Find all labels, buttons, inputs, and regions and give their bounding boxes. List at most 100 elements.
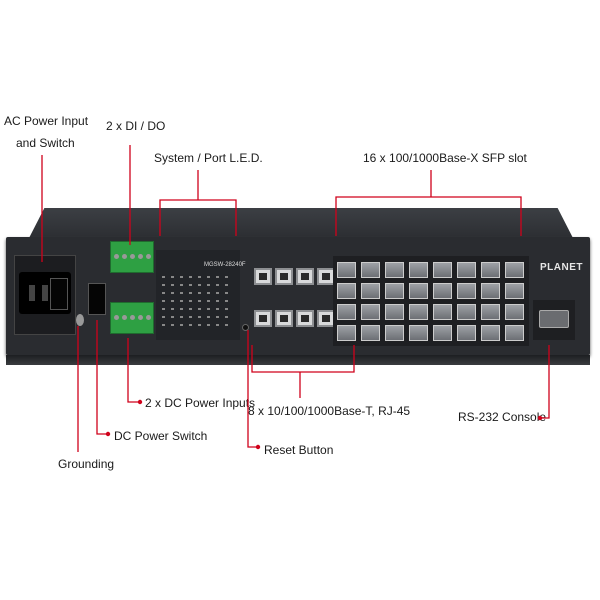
planet-logo: PLANET	[540, 262, 583, 273]
led-indicator	[189, 308, 192, 310]
led-indicator	[189, 276, 192, 278]
dc-power-switch-label: DC Power Switch	[114, 429, 208, 443]
rj45-port	[254, 268, 272, 285]
switch-chassis-top	[28, 208, 574, 240]
led-indicator	[207, 292, 210, 294]
led-indicator	[162, 292, 165, 294]
led-indicator	[171, 308, 174, 310]
led-indicator	[162, 308, 165, 310]
led-indicator	[180, 324, 183, 326]
sfp-port	[409, 325, 428, 341]
sfp-port	[337, 325, 356, 341]
sfp-port	[433, 283, 452, 299]
sfp-port	[409, 262, 428, 278]
led-indicator	[189, 300, 192, 302]
led-indicator	[171, 324, 174, 326]
ac-power-label-line1: AC Power Input	[4, 114, 89, 128]
led-indicator	[162, 324, 165, 326]
led-indicator	[198, 276, 201, 278]
ac-power-label-line2: and Switch	[16, 136, 75, 150]
led-indicator	[189, 284, 192, 286]
led-indicator	[189, 316, 192, 318]
led-indicator	[225, 276, 228, 278]
rs232-db9-connector	[539, 310, 569, 328]
led-indicator	[225, 292, 228, 294]
led-indicator	[207, 284, 210, 286]
led-indicator	[198, 308, 201, 310]
sfp-port	[433, 325, 452, 341]
led-indicator	[189, 324, 192, 326]
dido-label: 2 x DI / DO	[106, 119, 166, 133]
led-indicator	[171, 300, 174, 302]
sfp-port	[385, 325, 404, 341]
led-indicator	[207, 324, 210, 326]
led-indicator	[162, 316, 165, 318]
dc-power-switch	[88, 283, 106, 315]
led-indicator	[198, 316, 201, 318]
led-indicator	[171, 292, 174, 294]
sfp-port	[433, 262, 452, 278]
sfp-port	[505, 262, 524, 278]
switch-chassis-bottom	[6, 355, 590, 365]
led-indicator	[171, 276, 174, 278]
led-indicator	[216, 308, 219, 310]
grounding-label: Grounding	[58, 457, 115, 471]
led-indicator	[216, 300, 219, 302]
led-indicator	[180, 276, 183, 278]
led-indicator	[198, 284, 201, 286]
led-indicator	[162, 284, 165, 286]
led-indicator	[180, 284, 183, 286]
sfp-port	[481, 325, 500, 341]
sfp-port	[385, 283, 404, 299]
sfp-port	[361, 325, 380, 341]
sfp-port	[505, 283, 524, 299]
rj45-port	[296, 268, 314, 285]
led-indicator	[162, 300, 165, 302]
sfp-port	[505, 304, 524, 320]
led-indicator	[180, 308, 183, 310]
dido-terminal-block	[110, 241, 154, 273]
sfp-port	[481, 262, 500, 278]
model-name: MGSW-28240F	[204, 262, 246, 268]
ac-power-switch	[50, 278, 68, 310]
sfp-port	[481, 304, 500, 320]
sfp-port	[385, 304, 404, 320]
rs232-console-label: RS-232 Console	[458, 410, 547, 424]
rj45-label: 8 x 10/100/1000Base-T, RJ-45	[248, 404, 411, 418]
dc-power-inputs-label: 2 x DC Power Inputs	[145, 396, 256, 410]
led-indicator	[180, 300, 183, 302]
sfp-port	[457, 325, 476, 341]
sfp-port	[337, 304, 356, 320]
sfp-slot-label: 16 x 100/1000Base-X SFP slot	[363, 151, 527, 165]
led-indicator	[171, 284, 174, 286]
rj45-port	[317, 268, 335, 285]
sfp-port	[337, 283, 356, 299]
led-indicator	[216, 292, 219, 294]
led-indicator	[207, 300, 210, 302]
reset-button	[242, 324, 249, 331]
reset-button-label: Reset Button	[264, 443, 334, 457]
led-indicator	[207, 308, 210, 310]
sfp-port	[433, 304, 452, 320]
led-indicator	[171, 316, 174, 318]
led-indicator	[225, 324, 228, 326]
sfp-port	[457, 262, 476, 278]
led-indicator	[198, 300, 201, 302]
sfp-port	[361, 262, 380, 278]
sfp-port	[409, 283, 428, 299]
led-indicator	[180, 316, 183, 318]
sfp-port	[361, 304, 380, 320]
sfp-port	[457, 304, 476, 320]
led-indicator	[216, 276, 219, 278]
sfp-port	[337, 262, 356, 278]
sfp-port	[481, 283, 500, 299]
sfp-port	[505, 325, 524, 341]
led-indicator	[198, 324, 201, 326]
system-led-label: System / Port L.E.D.	[154, 151, 263, 165]
led-indicator	[162, 276, 165, 278]
sfp-port	[361, 283, 380, 299]
led-indicator	[198, 292, 201, 294]
led-indicator	[207, 276, 210, 278]
led-indicator	[225, 316, 228, 318]
